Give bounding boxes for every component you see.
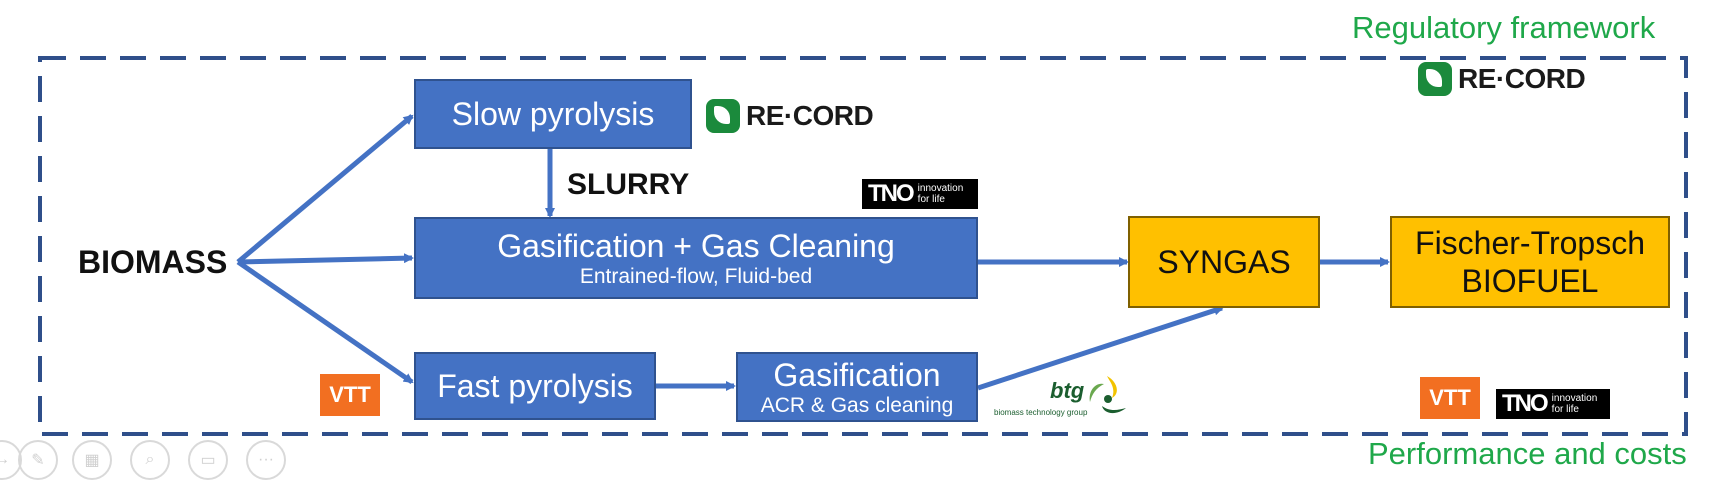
vtt-logo: VTT [320, 374, 380, 416]
fast-pyrolysis-box: Fast pyrolysis [414, 352, 656, 420]
slow-pyrolysis-box: Slow pyrolysis [414, 79, 692, 149]
slurry-label: SLURRY [567, 168, 690, 201]
gasification-gas-cleaning-label: Gasification + Gas Cleaning [497, 228, 895, 264]
record-leaf-icon [706, 99, 740, 133]
fischer-tropsch-box: Fischer-Tropsch BIOFUEL [1390, 216, 1670, 308]
arrow-biomass-fast-pyrolysis [236, 259, 414, 385]
gasification-gas-cleaning-box: Gasification + Gas Cleaning Entrained-fl… [414, 217, 978, 299]
regulatory-frame [38, 56, 1688, 436]
record-logo-top: RE·CORD [1418, 59, 1586, 99]
arrow-acr-syngas [977, 305, 1224, 391]
gasification-gas-cleaning-sub: Entrained-flow, Fluid-bed [579, 265, 813, 288]
slow-pyrolysis-label: Slow pyrolysis [451, 96, 655, 132]
fischer-tropsch-label-line2: BIOFUEL [1461, 263, 1599, 299]
syngas-box: SYNGAS [1128, 216, 1320, 308]
fast-pyrolysis-label: Fast pyrolysis [437, 368, 633, 404]
subtitles-icon[interactable]: ▭ [188, 440, 228, 480]
regulatory-framework-label: Regulatory framework [1352, 10, 1656, 45]
btg-swirl-icon [1089, 376, 1126, 414]
pen-icon[interactable]: ✎ [18, 440, 58, 480]
arrow-biomass-slow-pyrolysis [236, 114, 414, 264]
performance-costs-label: Performance and costs [1368, 436, 1687, 471]
record-leaf-icon [1418, 62, 1452, 96]
btg-logo: btg biomass technology group [994, 372, 1128, 422]
slides-icon[interactable]: ▦ [72, 440, 112, 480]
biomass-label: BIOMASS [78, 244, 228, 280]
gasification-label: Gasification [773, 357, 941, 393]
syngas-label: SYNGAS [1157, 244, 1291, 280]
gasification-acr-box: Gasification ACR & Gas cleaning [736, 352, 978, 422]
more-icon[interactable]: ··· [246, 440, 286, 480]
fischer-tropsch-label-line1: Fischer-Tropsch [1415, 225, 1645, 261]
gasification-acr-sub: ACR & Gas cleaning [760, 394, 954, 417]
zoom-icon[interactable]: ⌕ [130, 440, 170, 480]
vtt-logo-bottom: VTT [1420, 377, 1480, 419]
arrow-biomass-gasification [237, 253, 414, 265]
record-logo: RE·CORD [706, 96, 874, 136]
